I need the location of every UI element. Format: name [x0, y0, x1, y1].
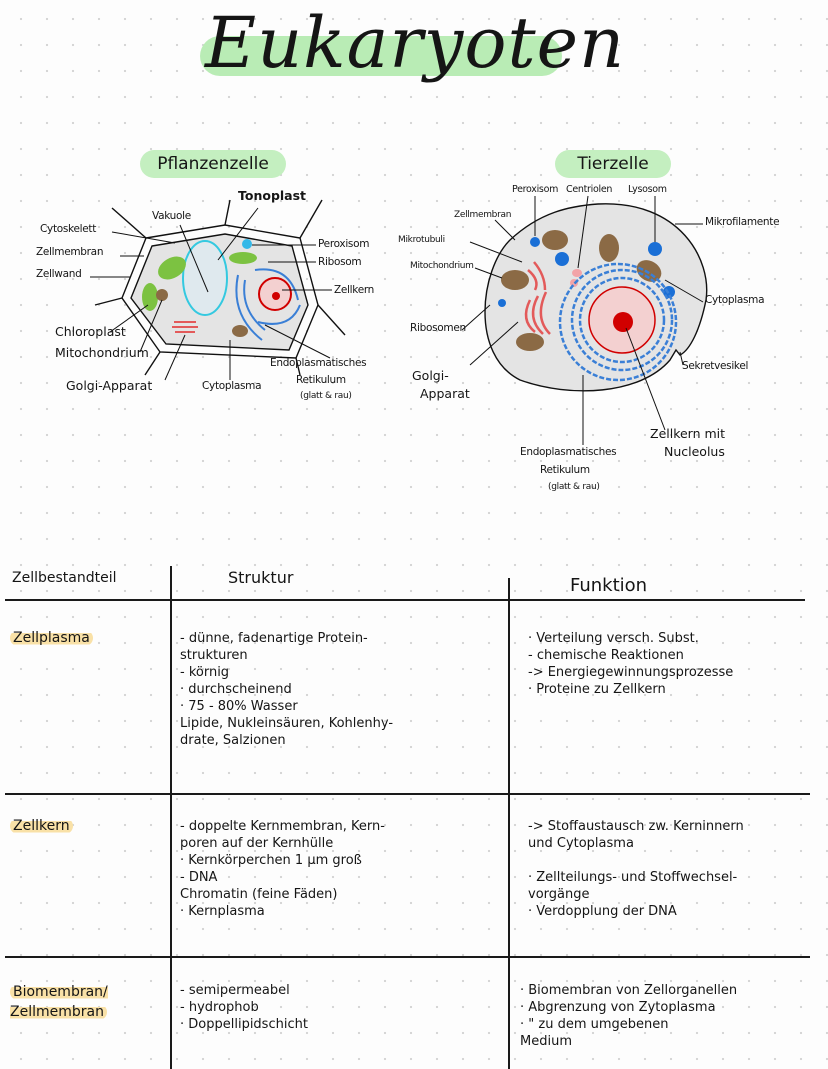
row-funktion: · Biomembran von Zellorganellen · Abgren… — [520, 983, 738, 1049]
label-peroxisom: Peroxisom — [512, 184, 559, 195]
row-funktion: · Verteilung versch. Subst. - chemische … — [528, 631, 734, 697]
row-struktur: - semipermeabel - hydrophob · Doppellipi… — [180, 983, 308, 1032]
label-mitochondrium: Mitochondrium — [410, 261, 474, 271]
ribosom — [498, 299, 506, 307]
mitochondrium — [516, 333, 544, 351]
animal-leader-lines — [461, 195, 704, 445]
animal-cell-drawing — [484, 203, 708, 392]
label-ribosom: Ribosom — [318, 256, 362, 268]
column-divider — [508, 578, 510, 1069]
golgi — [524, 261, 551, 335]
row-divider — [5, 956, 810, 958]
column-divider — [170, 566, 172, 1069]
label-er: Endoplasmatisches — [270, 357, 367, 369]
label-golgi-2: Apparat — [420, 386, 470, 401]
label-zellwand: Zellwand — [36, 268, 82, 280]
label-mikrotubuli: Mikrotubuli — [398, 235, 445, 245]
vakuole — [182, 240, 228, 316]
header-struktur: Struktur — [228, 568, 294, 587]
peroxisom — [530, 237, 540, 247]
label-golgi: Golgi- — [412, 368, 449, 383]
label-peroxisom: Peroxisom — [318, 238, 370, 250]
peroxisom — [242, 239, 252, 249]
row-name: Biomembran/ Zellmembran — [10, 984, 108, 1020]
chloroplast — [158, 256, 186, 280]
nucleolus — [272, 292, 280, 300]
golgi — [172, 321, 198, 333]
plant-organelles — [142, 239, 301, 341]
mitochondrium — [501, 270, 529, 290]
chloroplast — [142, 283, 158, 311]
label-er: Endoplasmatisches — [520, 446, 617, 458]
header-zellbestandteil: Zellbestandteil — [12, 570, 117, 586]
header-funktion: Funktion — [570, 575, 648, 596]
chloroplast — [229, 252, 257, 264]
label-zellkern: Zellkern mit — [650, 426, 726, 441]
label-cytoskelett: Cytoskelett — [40, 223, 97, 235]
mitochondrium — [156, 289, 168, 301]
plant-leader-lines — [90, 207, 332, 381]
nucleolus — [613, 312, 633, 332]
label-centriolen: Centriolen — [566, 184, 613, 195]
zellwand-outer — [121, 224, 319, 359]
label-ribosomen: Ribosomen — [410, 322, 466, 334]
label-golgi: Golgi-Apparat — [66, 378, 153, 393]
peroxisom — [555, 252, 569, 266]
plant-cell-heading: Pflanzenzelle — [140, 150, 286, 178]
mitochondrium — [232, 325, 248, 337]
cell-diagrams — [90, 195, 708, 445]
animal-cell-heading: Tierzelle — [555, 150, 671, 178]
label-tonoplast: Tonoplast — [238, 188, 307, 203]
label-sekretvesikel: Sekretvesikel — [682, 360, 749, 372]
label-er-3: (glatt & rau) — [548, 482, 600, 492]
row-name: Zellplasma — [10, 630, 93, 647]
er — [558, 262, 678, 382]
row-struktur: - dünne, fadenartige Protein- strukturen… — [180, 631, 394, 748]
row-divider — [5, 599, 805, 601]
centriole — [572, 269, 582, 277]
label-mikrofilamente: Mikrofilamente — [705, 216, 780, 228]
label-lysosom: Lysosom — [628, 184, 667, 195]
label-er-2: Retikulum — [296, 374, 346, 386]
mitochondrium — [599, 234, 619, 262]
label-zellmembran: Zellmembran — [36, 246, 104, 258]
label-cytoplasma: Cytoplasma — [705, 294, 765, 306]
page-title: Eukaryoten — [205, 2, 626, 84]
label-zellmembran: Zellmembran — [454, 210, 512, 220]
row-funktion: -> Stoffaustausch zw. Kerninnern und Cyt… — [528, 819, 744, 919]
label-mitochondrium: Mitochondrium — [55, 345, 149, 360]
title-highlight — [200, 36, 562, 76]
er — [235, 268, 301, 341]
label-zellkern-2: Nucleolus — [664, 444, 725, 459]
label-chloroplast: Chloroplast — [55, 324, 126, 339]
row-divider — [5, 793, 810, 795]
label-cytoplasma: Cytoplasma — [202, 380, 262, 392]
label-vakuole: Vakuole — [152, 210, 191, 222]
lysosom — [648, 242, 662, 256]
label-er-3: (glatt & rau) — [300, 391, 352, 401]
label-zellkern: Zellkern — [334, 284, 375, 296]
label-er-2: Retikulum — [540, 464, 590, 476]
row-name: Zellkern — [10, 818, 73, 835]
mitochondrium — [542, 230, 568, 250]
row-struktur: - doppelte Kernmembran, Kern- poren auf … — [180, 819, 385, 919]
